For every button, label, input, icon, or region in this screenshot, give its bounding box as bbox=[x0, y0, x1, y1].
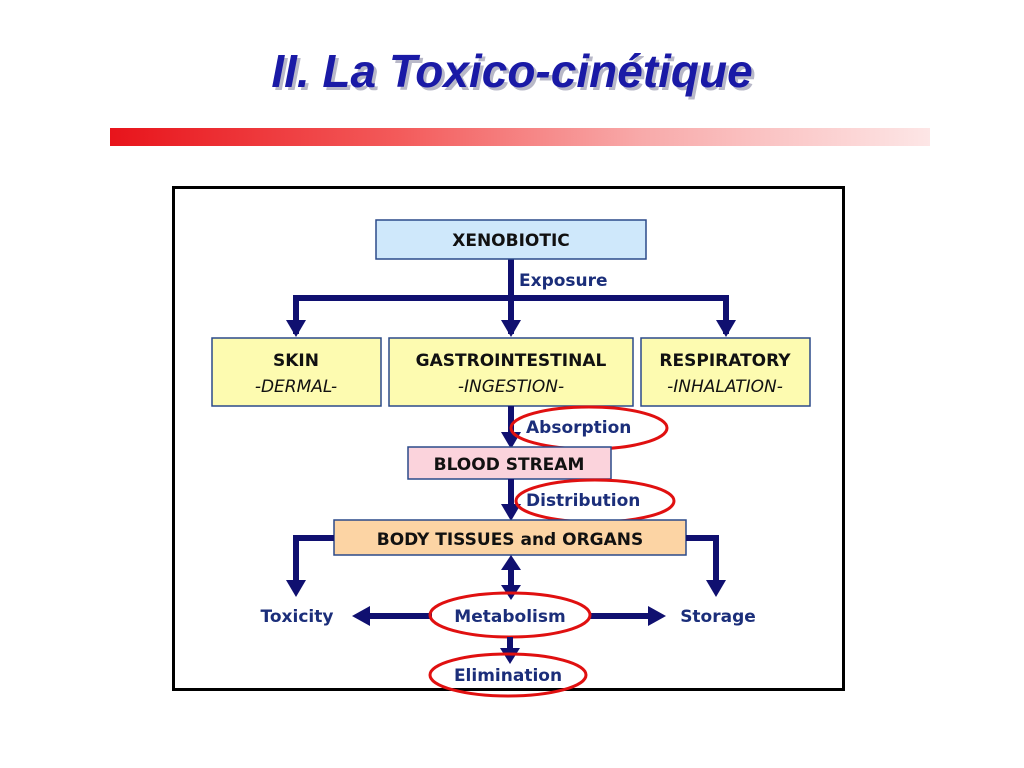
metabolism-horizontal-connectors bbox=[352, 606, 666, 626]
skin-title: SKIN bbox=[273, 351, 319, 371]
arrowhead-to-gi bbox=[501, 320, 521, 337]
distribution-connector bbox=[501, 479, 521, 521]
respiratory-node: RESPIRATORY -INHALATION- bbox=[640, 337, 811, 407]
respiratory-subtitle: -INHALATION- bbox=[667, 377, 783, 397]
arrowhead-to-respiratory bbox=[716, 320, 736, 337]
arrowhead-to-skin bbox=[286, 320, 306, 337]
body-tissues-node: BODY TISSUES and ORGANS bbox=[333, 519, 687, 556]
gastrointestinal-title: GASTROINTESTINAL bbox=[416, 351, 607, 371]
title-underline-bar bbox=[110, 128, 930, 146]
elimination-label: Elimination bbox=[454, 666, 562, 686]
tissue-to-storage-line bbox=[686, 535, 719, 584]
exposure-arrowheads bbox=[286, 320, 736, 337]
elimination-highlight bbox=[428, 652, 588, 698]
metabolism-label: Metabolism bbox=[454, 607, 565, 627]
elimination-connector bbox=[500, 637, 520, 664]
respiratory-title: RESPIRATORY bbox=[659, 351, 791, 371]
skin-node: SKIN -DERMAL- bbox=[211, 337, 382, 407]
xenobiotic-node: XENOBIOTIC bbox=[375, 219, 647, 260]
distribution-label: Distribution bbox=[526, 491, 640, 511]
skin-subtitle: -DERMAL- bbox=[255, 377, 337, 397]
storage-label: Storage bbox=[680, 607, 756, 627]
gastrointestinal-node: GASTROINTESTINAL -INGESTION- bbox=[388, 337, 634, 407]
exposure-label: Exposure bbox=[519, 271, 608, 291]
tissue-side-connectors bbox=[293, 535, 719, 584]
arrowhead-to-storage bbox=[706, 580, 726, 597]
arrowhead-to-toxicity bbox=[286, 580, 306, 597]
blood-stream-node: BLOOD STREAM bbox=[407, 446, 612, 480]
blood-stream-label: BLOOD STREAM bbox=[434, 455, 585, 475]
absorption-label: Absorption bbox=[526, 418, 631, 438]
arrowhead-to-storage-right bbox=[648, 606, 666, 626]
slide-title: II. La Toxico-cinétique bbox=[271, 45, 753, 97]
xenobiotic-label: XENOBIOTIC bbox=[452, 231, 570, 251]
gastrointestinal-subtitle: -INGESTION- bbox=[458, 377, 564, 397]
arrowhead-to-toxicity-left bbox=[352, 606, 370, 626]
body-tissues-label: BODY TISSUES and ORGANS bbox=[377, 530, 644, 550]
toxicity-label: Toxicity bbox=[261, 607, 334, 627]
tissue-to-toxicity-line bbox=[293, 535, 334, 584]
